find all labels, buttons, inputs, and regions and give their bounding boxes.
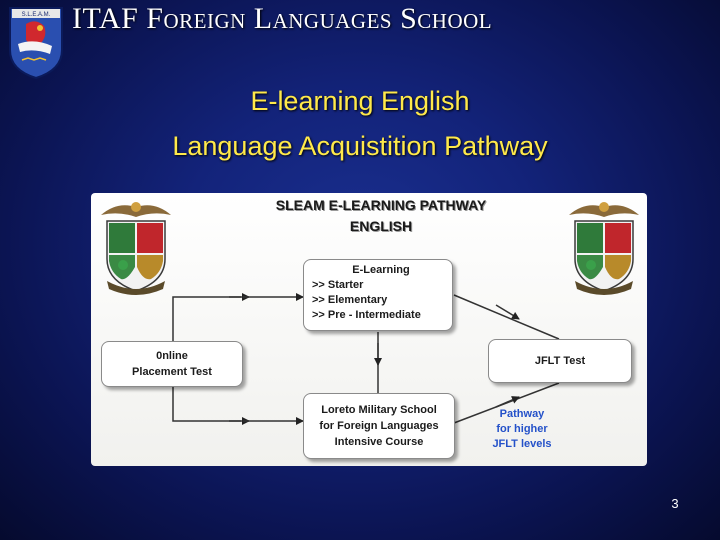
elearning-item-starter: >> Starter: [312, 279, 364, 291]
jflt-test-label: JFLT Test: [534, 355, 586, 367]
loreto-line2: for Foreign Languages: [319, 420, 439, 432]
crest-left: [101, 202, 171, 295]
logo-text: S.L.E.A.M.: [22, 12, 51, 18]
pathway-diagram: SLEAM E-LEARNING PATHWAY ENGLISH E-Learn…: [91, 193, 647, 466]
arrow-to-jflt-top: [495, 304, 520, 320]
jflt-test-node: JFLT Test: [488, 339, 632, 383]
school-logo: S.L.E.A.M.: [9, 7, 63, 80]
loreto-course-node: Loreto Military School for Foreign Langu…: [303, 393, 455, 459]
pathway-note-line3: JFLT levels: [492, 438, 552, 450]
loreto-line1: Loreto Military School: [321, 404, 437, 416]
elearning-item-pre-intermediate: >> Pre - Intermediate: [312, 309, 421, 321]
online-test-line1: 0nline: [156, 350, 188, 362]
connector-elearning-to-jflt: [453, 294, 560, 340]
slide-subtitle-line1: E-learning English: [250, 86, 470, 116]
loreto-line3: Intensive Course: [334, 436, 424, 448]
crest-right: [569, 202, 639, 295]
connector-lines: [172, 293, 560, 425]
arrow-to-jflt-bottom: [495, 396, 520, 408]
diagram-subtitle: ENGLISH: [349, 218, 413, 234]
diagram-title: SLEAM E-LEARNING PATHWAY: [275, 197, 487, 213]
pathway-note-line2: for higher: [496, 423, 548, 435]
slide-subtitle-line2: Language Acquistition Pathway: [172, 131, 548, 161]
connector-online-to-loreto: [172, 385, 241, 422]
elearning-heading: E-Learning: [352, 264, 410, 276]
pathway-note: Pathway for higher JFLT levels: [475, 407, 569, 452]
elearning-node: E-Learning >> Starter >> Elementary >> P…: [303, 259, 453, 331]
connector-online-to-elearning: [172, 296, 241, 341]
online-placement-test-node: 0nline Placement Test: [101, 341, 243, 387]
elearning-item-elementary: >> Elementary: [312, 294, 388, 306]
school-title: ITAF Foreign Languages School: [72, 2, 493, 35]
online-test-line2: Placement Test: [132, 366, 212, 378]
page-number: 3: [671, 496, 679, 511]
pathway-note-line1: Pathway: [499, 408, 545, 420]
